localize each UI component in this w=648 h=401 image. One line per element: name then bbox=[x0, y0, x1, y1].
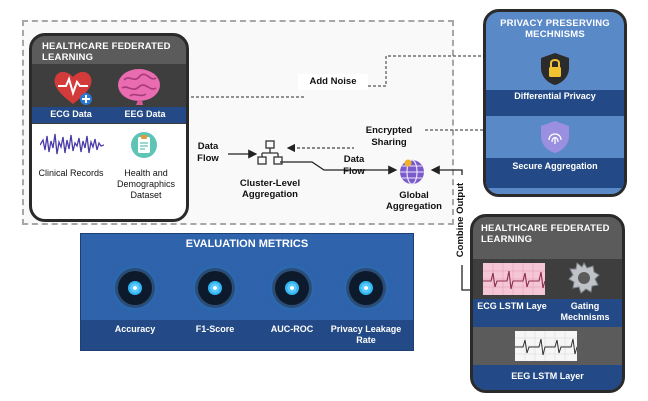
privacy-title: PRIVACY PRESERVING MECHNISMS bbox=[500, 18, 610, 40]
encrypted-sharing-label: Encrypted Sharing bbox=[354, 125, 424, 149]
accuracy-label: Accuracy bbox=[114, 324, 156, 334]
auc-roc-label: AUC-ROC bbox=[270, 324, 314, 334]
clinical-records-label: Clinical Records bbox=[38, 168, 104, 178]
eeg-brain-icon bbox=[118, 69, 160, 105]
privacy-leakage-icon bbox=[349, 271, 383, 305]
waveform-icon bbox=[40, 133, 104, 155]
gear-icon bbox=[568, 261, 600, 294]
data-flow-label-1: Data Flow bbox=[197, 141, 219, 164]
ecg-chart-icon bbox=[483, 263, 545, 295]
combine-output-label: Combine Output bbox=[455, 175, 467, 265]
panel-title: HEALTHCARE FEDERATED LEARNING bbox=[42, 41, 171, 63]
fingerprint-shield-icon bbox=[541, 121, 569, 153]
global-aggregation-label: Global Aggregation bbox=[386, 190, 442, 212]
f1-score-icon bbox=[198, 271, 232, 305]
healthcare-fl-panel: HEALTHCARE FEDERATED LEARNING ECG Data E… bbox=[29, 33, 189, 222]
clipboard-icon bbox=[131, 132, 157, 158]
accuracy-icon bbox=[118, 271, 152, 305]
eeg-lstm-label: EEG LSTM Layer bbox=[511, 371, 584, 381]
secure-aggregation-label: Secure Aggregation bbox=[512, 161, 598, 171]
f1-score-label: F1-Score bbox=[195, 324, 235, 334]
metrics-bar bbox=[81, 320, 413, 350]
data-flow-label-2: Data Flow bbox=[343, 154, 365, 177]
add-noise-label: Add Noise bbox=[298, 74, 368, 90]
auc-roc-icon bbox=[275, 271, 309, 305]
data-label-bar bbox=[32, 107, 186, 123]
records-area bbox=[32, 124, 186, 219]
globe-icon bbox=[400, 159, 424, 185]
add-noise-connector bbox=[186, 55, 488, 98]
panel-2-title: HEALTHCARE FEDERATED LEARNING bbox=[481, 223, 610, 245]
evaluation-metrics-panel: EVALUATION METRICS Accuracy F1-Score AUC… bbox=[80, 233, 414, 351]
eeg-chart-icon bbox=[515, 331, 577, 361]
cluster-aggregation-label: Cluster-Level Aggregation bbox=[239, 178, 301, 200]
ecg-data-label: ECG Data bbox=[50, 109, 92, 119]
lock-shield-icon bbox=[541, 53, 569, 85]
privacy-panel: PRIVACY PRESERVING MECHNISMS Differentia… bbox=[483, 9, 627, 197]
panel-2-bottom-bar bbox=[473, 365, 622, 390]
metrics-title: EVALUATION METRICS bbox=[185, 238, 309, 250]
gating-label: Gating Mechnisms bbox=[560, 301, 610, 322]
healthcare-fl-panel-2: HEALTHCARE FEDERATED LEARNING ECG LSTM L… bbox=[470, 214, 625, 393]
ecg-heart-icon bbox=[54, 71, 92, 105]
eeg-data-label: EEG Data bbox=[124, 109, 166, 119]
hierarchy-icon bbox=[257, 140, 283, 165]
privacy-bar-1 bbox=[486, 90, 624, 116]
differential-privacy-label: Differential Privacy bbox=[514, 91, 596, 101]
ecg-lstm-label: ECG LSTM Laye bbox=[477, 301, 547, 311]
panel-2-bar bbox=[473, 299, 622, 327]
health-dataset-label: Health and Demographics Dataset bbox=[116, 168, 176, 200]
data-flow-arrow-2 bbox=[280, 161, 398, 175]
privacy-bar-2 bbox=[486, 158, 624, 188]
privacy-leakage-label: Privacy Leakage Rate bbox=[330, 324, 402, 345]
